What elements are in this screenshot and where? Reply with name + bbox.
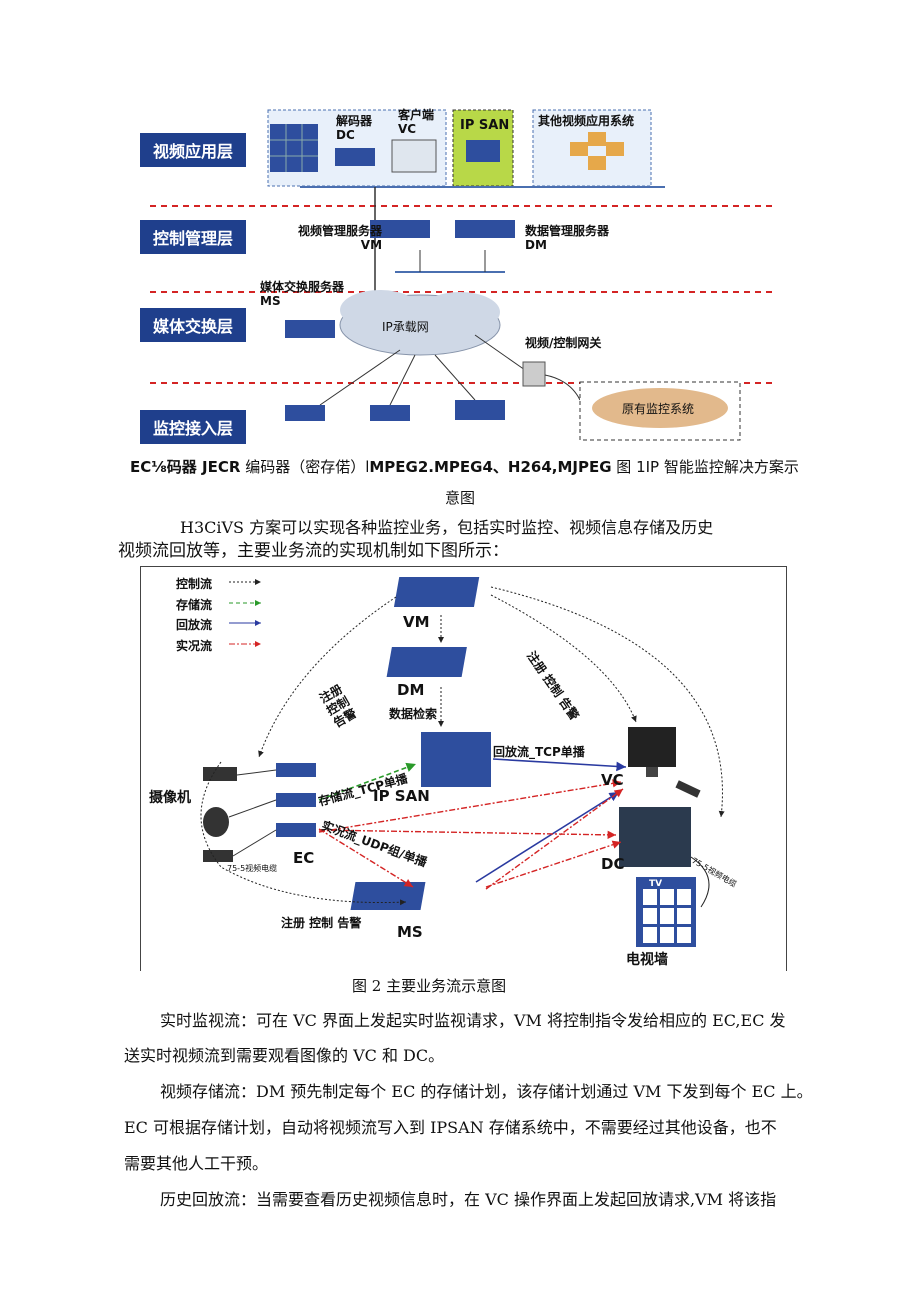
flow-playback: 回放流_TCP单播 <box>493 745 585 759</box>
layer-label-control: 控制管理层 <box>140 220 246 254</box>
figure-2: 控制流 存储流 回放流 实况流 VM DM IP SAN VC DC MS EC… <box>140 566 787 971</box>
ms-server-icon <box>350 882 426 910</box>
label-legacy: 原有监控系统 <box>622 402 695 416</box>
camera-icon <box>203 850 233 862</box>
intro-line-1: H3CiVS 方案可以实现各种监控业务，包括实时监控、视频信息存储及历史 <box>180 518 714 537</box>
para-3-line-1: 历史回放流：当需要查看历史视频信息时，在 VC 操作界面上发起回放请求,VM 将… <box>160 1190 777 1209</box>
ipsan-icon <box>466 140 500 162</box>
label-other: 其他视频应用系统 <box>538 114 635 128</box>
ms-server-icon <box>285 320 335 338</box>
encoder-icon <box>455 400 505 420</box>
label-dc: 解码器 DC <box>336 114 373 142</box>
caption-part-b: 编码器（密存偌）l <box>245 458 370 476</box>
camera-icon <box>203 767 237 781</box>
node-tv: TV <box>649 879 663 889</box>
vm-server-icon <box>370 220 430 238</box>
node-ms: MS <box>397 923 423 941</box>
ec-unit-icon <box>276 823 316 837</box>
figure-1-caption-cont: 意图 <box>445 489 476 507</box>
para-2-line-1: 视频存储流：DM 预先制定每个 EC 的存储计划，该存储计划通过 VM 下发到每… <box>160 1082 813 1101</box>
flow-cable-left: 75-5视频电缆 <box>227 864 278 873</box>
para-1-line-1: 实时监视流：可在 VC 界面上发起实时监视请求，VM 将控制指令发给相应的 EC… <box>160 1011 786 1030</box>
label-gateway: 视频/控制网关 <box>525 336 602 350</box>
encoder-icon <box>370 405 410 421</box>
vc-monitor-icon <box>628 727 676 767</box>
node-vm: VM <box>403 613 430 631</box>
layer-label-media: 媒体交换层 <box>140 308 246 342</box>
caption-part-d: 图 1IP 智能监控解决方案示 <box>616 458 799 476</box>
ec-unit-icon <box>276 763 316 777</box>
para-1-line-2: 送实时视频流到需要观看图像的 VC 和 DC。 <box>124 1046 445 1065</box>
figure-2-caption: 图 2 主要业务流示意图 <box>352 977 507 995</box>
ec-unit-icon <box>276 793 316 807</box>
node-ec: EC <box>293 849 315 867</box>
label-vc: 客户端 VC <box>398 108 435 136</box>
ipsan-icon <box>421 732 491 787</box>
legend-storage: 存储流 <box>176 598 213 612</box>
gateway-icon <box>522 361 546 387</box>
node-tvwall: 电视墙 <box>626 952 668 968</box>
tv-wall-icon <box>636 877 696 947</box>
node-camera: 摄像机 <box>149 790 191 806</box>
figure-1-diagram <box>150 109 775 441</box>
legend-live: 实况流 <box>176 639 213 653</box>
keyboard-icon <box>675 780 701 798</box>
node-dc: DC <box>601 855 625 873</box>
node-vc: VC <box>601 771 624 789</box>
label-ms: 媒体交换服务器 MS <box>260 280 345 308</box>
flow-data-retrieval: 数据检索 <box>389 707 438 721</box>
para-2-line-3: 需要其他人工干预。 <box>124 1154 269 1173</box>
video-wall-icon <box>270 124 318 172</box>
legend-playback: 回放流 <box>176 618 213 632</box>
figure-1-caption: EC⅛码器 JECR 编码器（密存偌）lMPEG2.MPEG4、H264,MJP… <box>130 456 799 477</box>
label-ipsan: IP SAN <box>460 118 510 133</box>
figure-1: 视频应用层 控制管理层 媒体交换层 监控接入层 解码器 DC 客户端 VC IP… <box>130 100 790 445</box>
client-screen-icon <box>391 139 437 173</box>
layer-label-access: 监控接入层 <box>140 410 246 444</box>
caption-part-a: EC⅛码器 JECR <box>130 458 241 476</box>
flow-reg-bottom: 注册 控制 告警 <box>281 916 362 930</box>
other-systems-icon <box>570 132 624 170</box>
dm-server-icon <box>455 220 515 238</box>
para-2-line-2: EC 可根据存储计划，自动将视频流写入到 IPSAN 存储系统中，不需要经过其他… <box>124 1118 777 1137</box>
decoder-icon <box>335 148 375 166</box>
node-ipsan: IP SAN <box>373 787 430 805</box>
label-dm: 数据管理服务器 DM <box>525 224 610 252</box>
caption-part-c: MPEG2.MPEG4、H264,MJPEG <box>369 458 612 476</box>
figure-2-diagram <box>200 577 725 947</box>
layer-label-app: 视频应用层 <box>140 133 246 167</box>
legacy-system-cloud <box>592 388 728 428</box>
legend-control: 控制流 <box>176 577 213 591</box>
label-ipnet: IP承载网 <box>382 320 429 334</box>
intro-line-2: 视频流回放等，主要业务流的实现机制如下图所示： <box>118 541 509 561</box>
dc-rack-icon <box>619 807 691 867</box>
encoder-icon <box>285 405 325 421</box>
label-vm: 视频管理服务器 VM <box>298 224 383 252</box>
vm-server-icon <box>393 577 480 607</box>
node-dm: DM <box>397 681 425 699</box>
dm-server-icon <box>386 647 467 677</box>
camera-icon <box>203 807 229 837</box>
